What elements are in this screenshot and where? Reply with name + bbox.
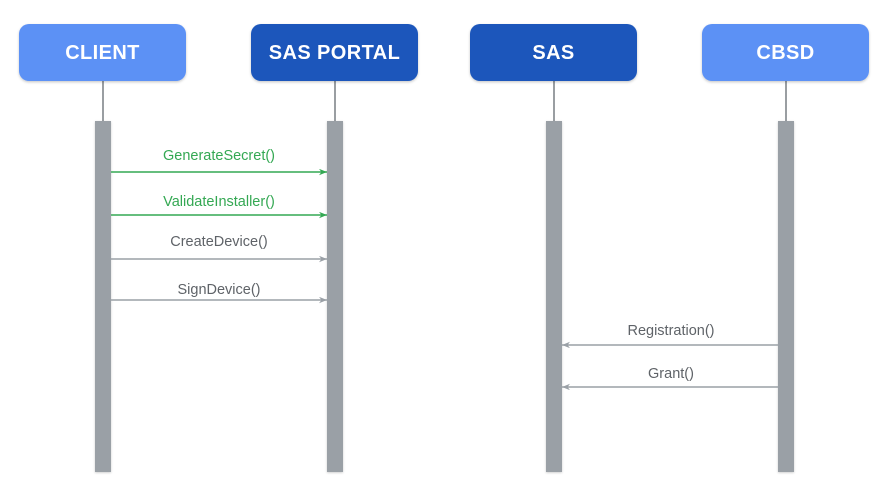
activation-bar-client (95, 121, 111, 472)
actor-box-cbsd[interactable] (702, 24, 869, 81)
activation-bar-sas (546, 121, 562, 472)
actor-cbsd[interactable]: CBSD (702, 24, 869, 81)
message-label-registration: Registration() (627, 323, 714, 339)
messages-layer: GenerateSecret() ValidateInstaller() Creat… (111, 148, 778, 391)
message-validate-installer: ValidateInstaller() (111, 194, 327, 219)
activation-bar-sas-portal (327, 121, 343, 472)
actor-label-sas-portal: SAS PORTAL (269, 42, 400, 64)
message-registration: Registration() (562, 323, 778, 349)
message-label-sign-device: SignDevice() (178, 282, 261, 298)
actor-label-cbsd: CBSD (756, 42, 814, 64)
message-grant: Grant() (562, 366, 778, 391)
actor-box-sas-portal[interactable] (251, 24, 418, 81)
message-create-device: CreateDevice() (111, 234, 327, 263)
message-sign-device: SignDevice() (111, 282, 327, 304)
actor-label-client: CLIENT (65, 42, 140, 64)
actor-label-sas: SAS (532, 42, 574, 64)
actor-box-sas[interactable] (470, 24, 637, 81)
actor-boxes-layer: CLIENT SAS PORTAL SAS CBSD (19, 24, 869, 81)
message-label-grant: Grant() (648, 366, 694, 382)
message-generate-secret: GenerateSecret() (111, 148, 327, 176)
lifelines-layer (102, 81, 787, 472)
message-label-validate-installer: ValidateInstaller() (163, 194, 275, 210)
actor-client[interactable]: CLIENT (19, 24, 186, 81)
message-label-generate-secret: GenerateSecret() (163, 148, 275, 164)
actor-sas[interactable]: SAS (470, 24, 637, 81)
actor-sas-portal[interactable]: SAS PORTAL (251, 24, 418, 81)
message-label-create-device: CreateDevice() (170, 234, 268, 250)
activation-bar-cbsd (778, 121, 794, 472)
activation-bars-layer (95, 121, 794, 472)
actor-box-client[interactable] (19, 24, 186, 81)
